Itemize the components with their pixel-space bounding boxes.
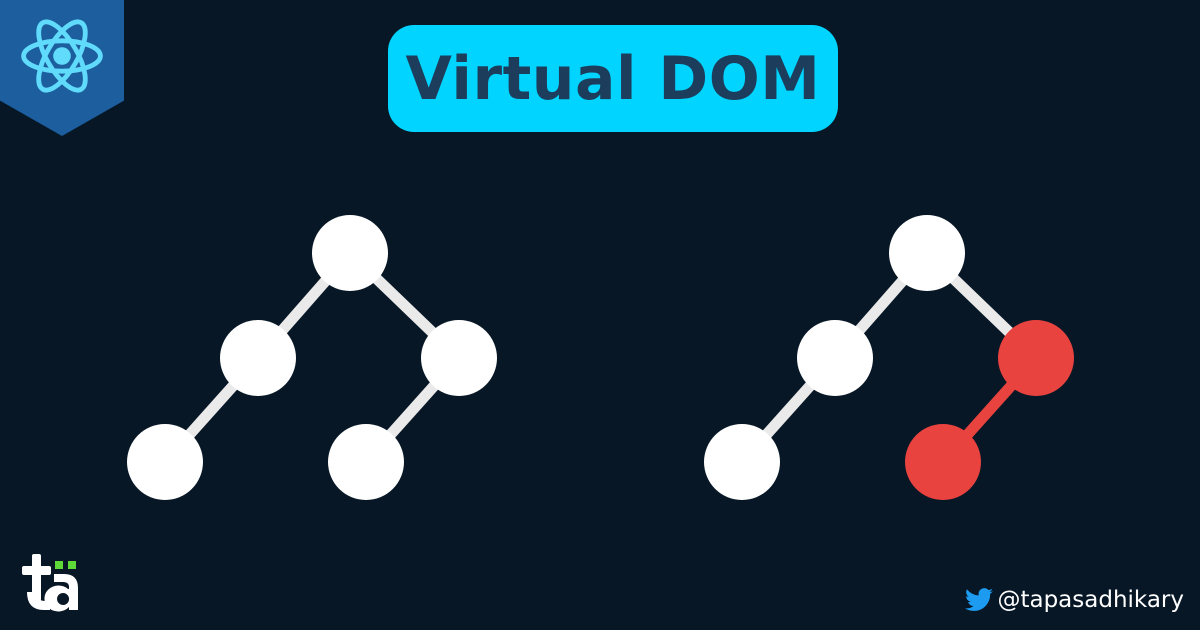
react-logo-icon: [21, 19, 103, 93]
tree-node-left-child-node: [797, 320, 873, 396]
original-dom-tree-nodes: [127, 215, 497, 500]
original-dom-tree-edges: [160, 249, 464, 466]
page-title: Virtual DOM: [405, 43, 821, 114]
tree-nodes-layer: [127, 215, 1074, 500]
tree-edge: [938, 354, 1041, 466]
tree-edge: [253, 249, 355, 362]
tree-node-right-leaf-node: [328, 424, 404, 500]
tree-edges-layer: [160, 249, 1041, 466]
updated-dom-tree-edges: [737, 249, 1041, 466]
tree-node-root-node: [889, 215, 965, 291]
tree-edge: [160, 354, 263, 466]
tree-node-left-leaf-node: [127, 424, 203, 500]
tree-edge: [361, 354, 464, 466]
tree-node-left-child-node: [220, 320, 296, 396]
logo-dot-right: [68, 561, 76, 569]
logo-dot-left: [55, 561, 63, 569]
tree-node-root-node: [312, 215, 388, 291]
ta-logo-icon: [22, 554, 78, 612]
tree-edge: [346, 249, 463, 362]
twitter-handle[interactable]: @tapasadhikary: [965, 584, 1184, 616]
tree-edge: [737, 354, 840, 466]
tree-node-left-leaf-node: [704, 424, 780, 500]
react-logo-banner: [0, 0, 124, 136]
tree-edge: [923, 249, 1040, 362]
updated-dom-tree-nodes: [704, 215, 1074, 500]
twitter-handle-text: @tapasadhikary: [997, 586, 1184, 613]
page-title-pill: Virtual DOM: [388, 25, 838, 132]
tree-node-right-leaf-node: [905, 424, 981, 500]
tree-node-right-child-node: [421, 320, 497, 396]
twitter-bird-icon: [965, 588, 994, 611]
tree-node-right-child-node: [998, 320, 1074, 396]
tree-edge: [830, 249, 932, 362]
